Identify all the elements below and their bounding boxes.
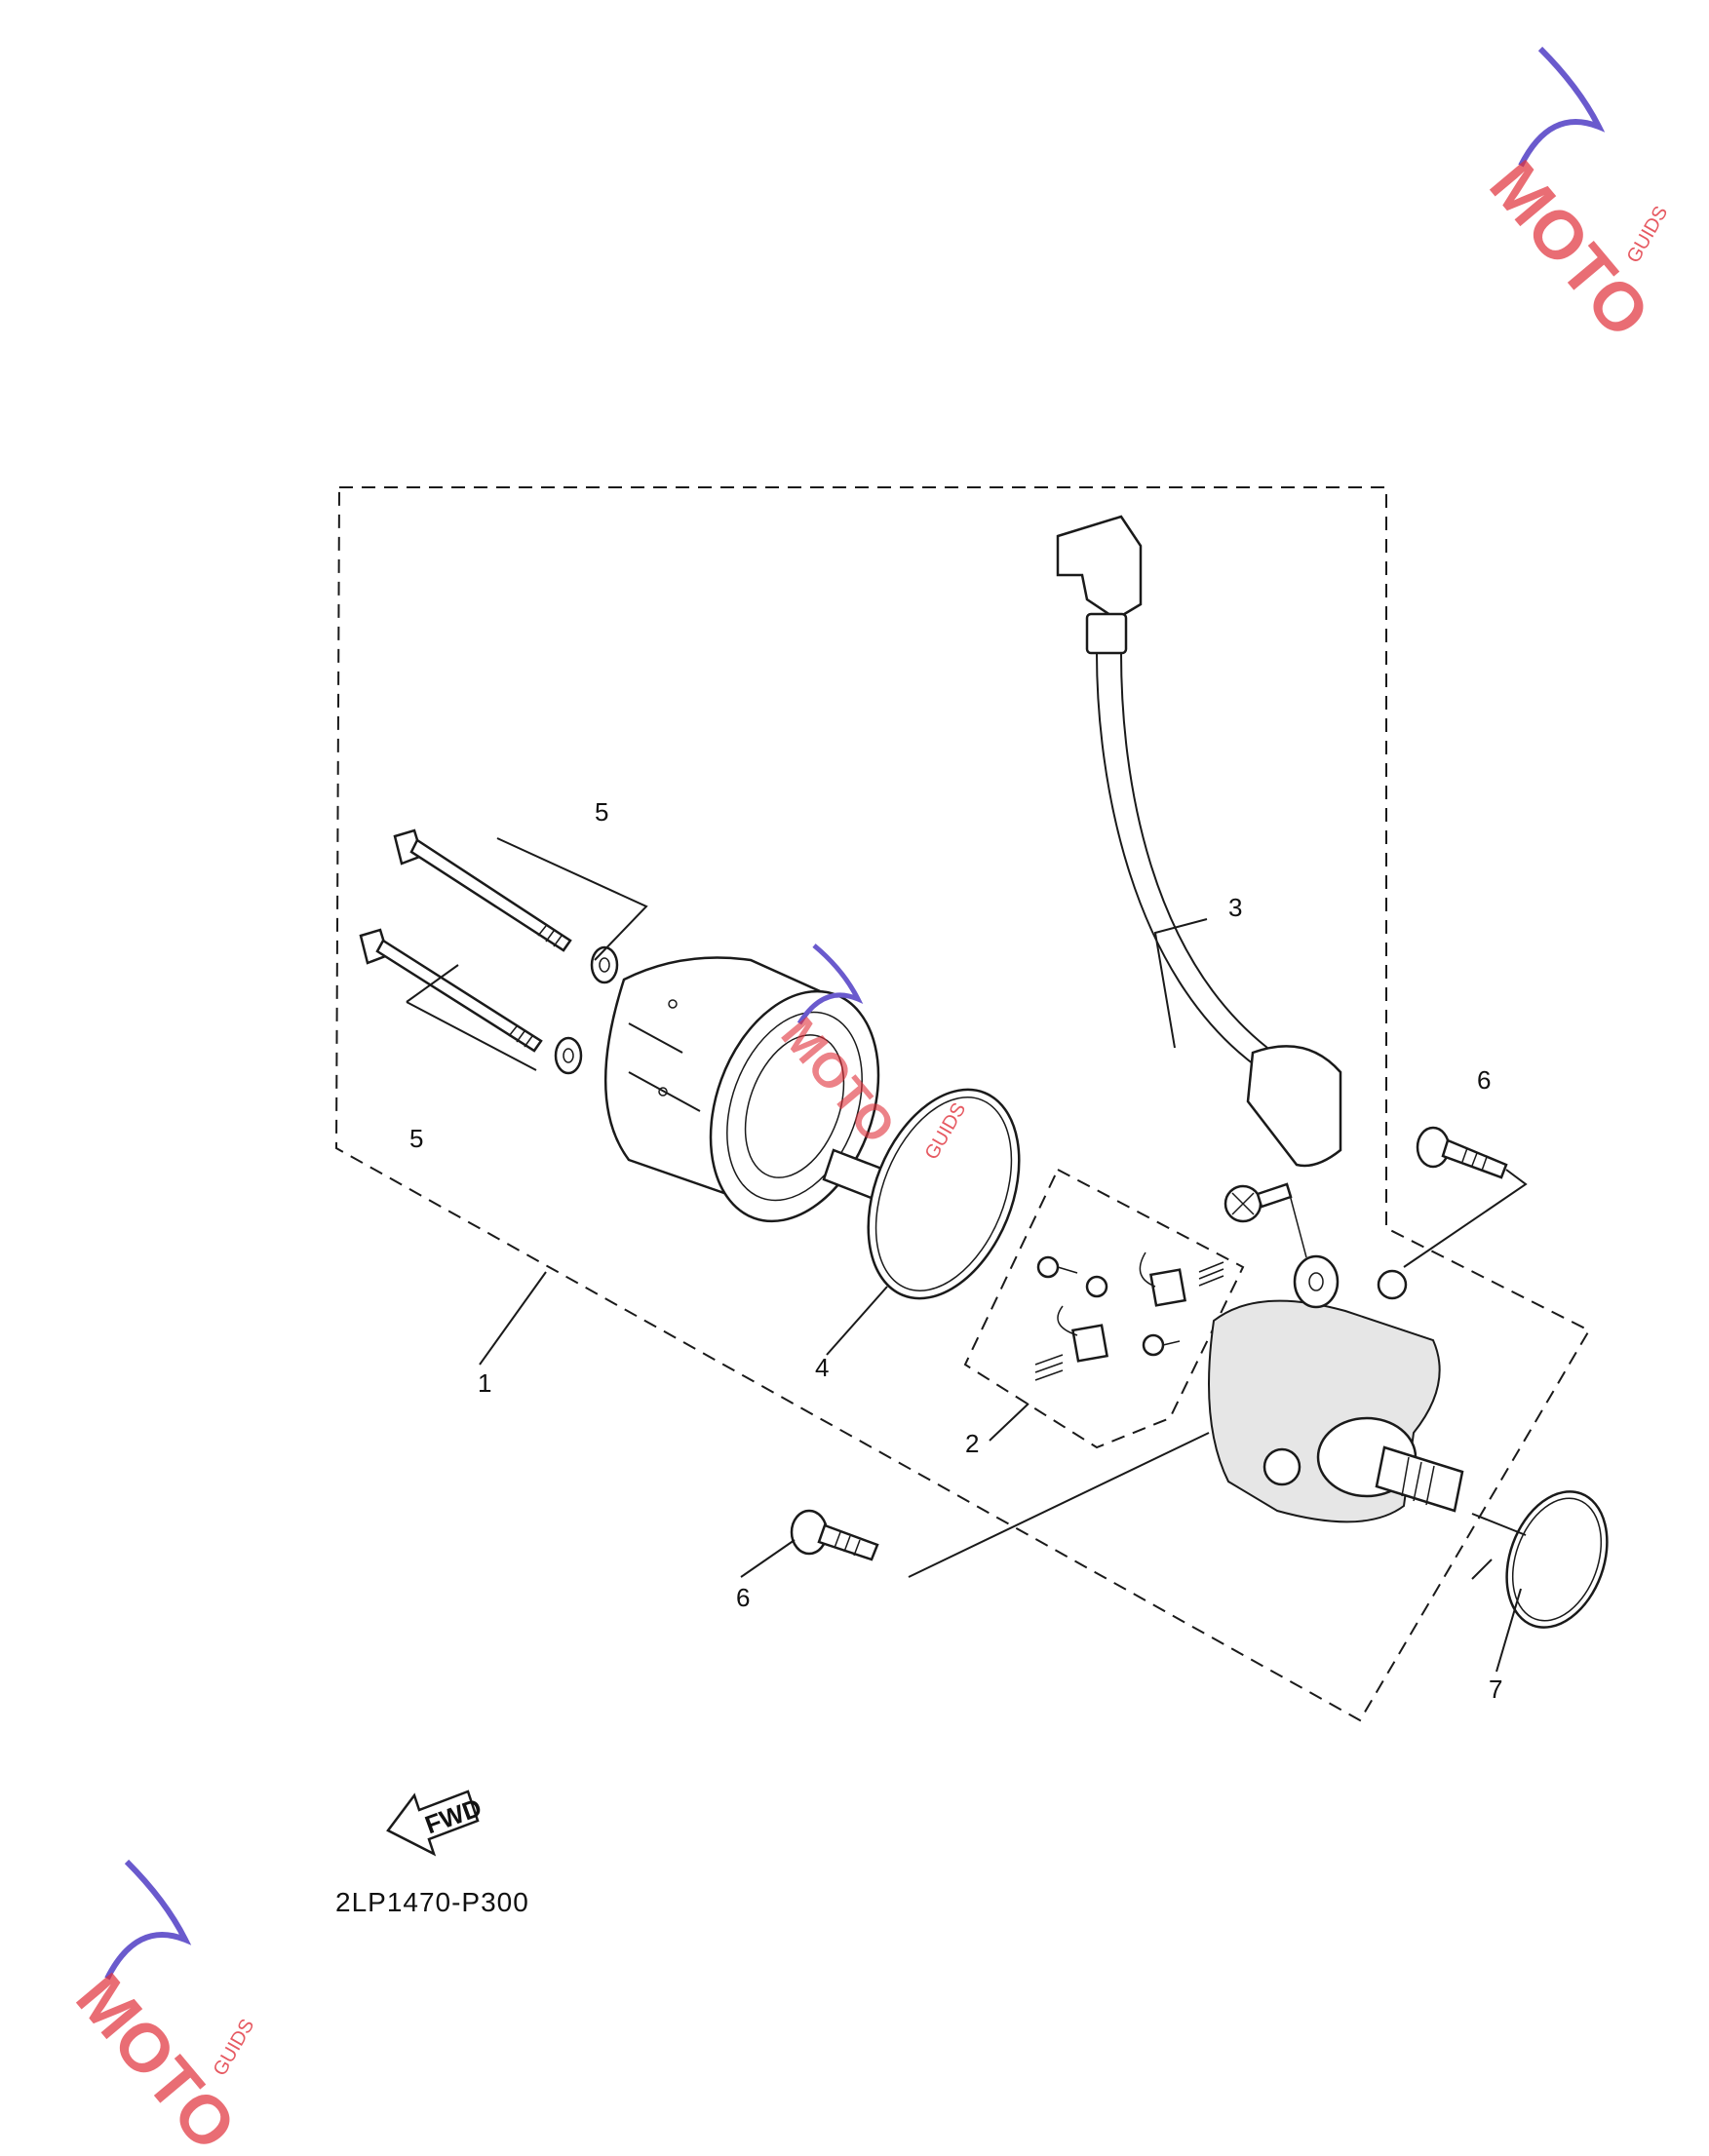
long-bolt-lower — [359, 928, 543, 1053]
fwd-label: FWD — [421, 1792, 486, 1839]
watermark-logo-top: MOTO GUIDS — [1475, 46, 1673, 351]
svg-text:GUIDS: GUIDS — [1623, 203, 1673, 267]
lead-wire-3 — [1056, 515, 1342, 1168]
front-cover — [1208, 1254, 1464, 1523]
callout-1: 1 — [478, 1368, 491, 1398]
bolt-6-upper — [1416, 1126, 1508, 1179]
diagram-code: 2LP1470-P300 — [335, 1887, 529, 1917]
callout-3: 3 — [1228, 893, 1242, 922]
svg-text:GUIDS: GUIDS — [210, 2016, 259, 2080]
o-ring-7 — [1505, 1490, 1609, 1629]
brush-set-boundary — [963, 1168, 1245, 1449]
callout-2: 2 — [965, 1429, 979, 1458]
washer-upper — [590, 945, 619, 984]
assembly-boundary — [334, 486, 1591, 1722]
callout-4: 4 — [815, 1353, 829, 1382]
callout-7: 7 — [1489, 1675, 1502, 1704]
o-ring-4 — [867, 1088, 1021, 1300]
brush-parts — [1034, 1251, 1224, 1381]
long-bolt-upper — [393, 828, 572, 952]
fwd-arrow-icon: FWD — [386, 1790, 486, 1857]
callout-5-upper: 5 — [595, 797, 608, 827]
callout-6-lower: 6 — [736, 1583, 750, 1612]
callout-6-upper: 6 — [1477, 1065, 1491, 1095]
screw-small — [1223, 1182, 1293, 1223]
callout-5-lower: 5 — [409, 1124, 423, 1153]
bolt-6-lower — [790, 1509, 879, 1561]
watermark-logo-bottom: MOTO GUIDS — [61, 1859, 259, 2156]
washer-lower — [554, 1036, 583, 1075]
